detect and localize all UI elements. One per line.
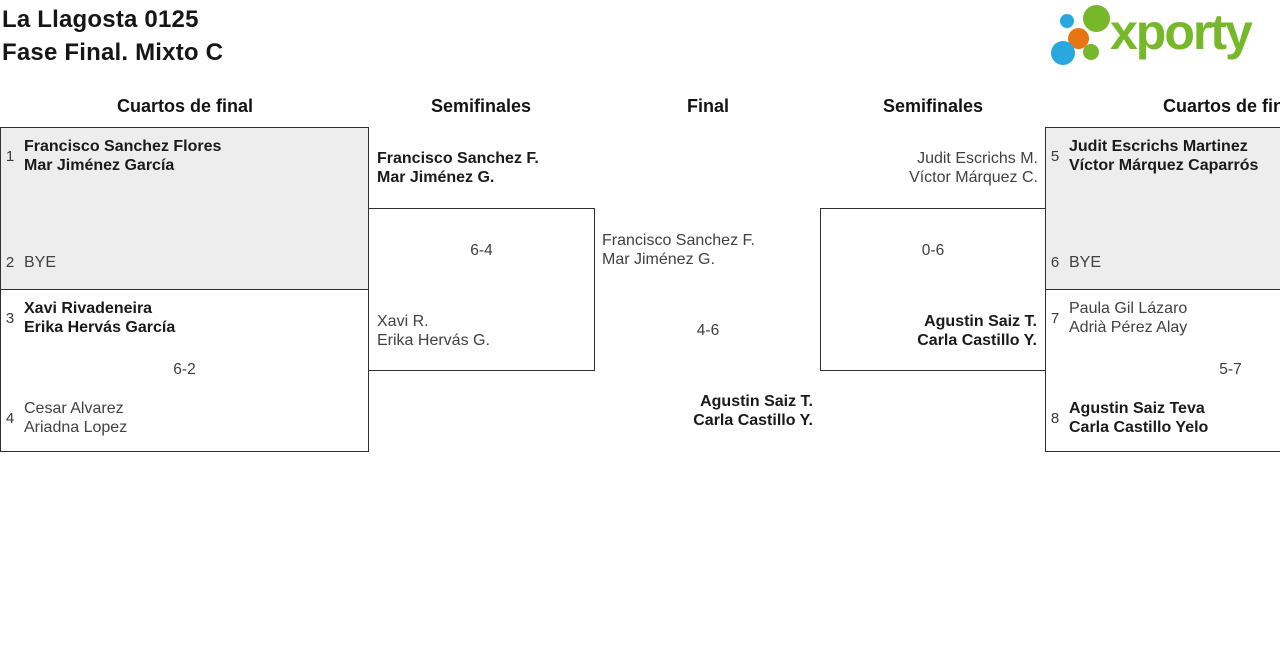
- player-name: Carla Castillo Y.: [693, 412, 813, 429]
- player-name: Mar Jiménez G.: [602, 251, 715, 268]
- team-names-winner: Judit Escrichs Martinez Víctor Márquez C…: [1064, 137, 1258, 175]
- player-name: Francisco Sanchez F.: [377, 150, 539, 167]
- team-row: 1 Francisco Sanchez Flores Mar Jiménez G…: [1, 137, 368, 175]
- logo-dot-orange: [1068, 28, 1089, 49]
- player-name: Víctor Márquez C.: [909, 169, 1038, 186]
- round-header-semis-left: Semifinales: [430, 96, 532, 116]
- sf-left-team1: Francisco Sanchez F. Mar Jiménez G.: [377, 149, 539, 187]
- seed-number: 3: [5, 309, 15, 327]
- player-name: Agustin Saiz Teva: [1069, 400, 1205, 417]
- player-name: Xavi Rivadeneira: [24, 300, 153, 317]
- phase-subtitle: Fase Final. Mixto C: [2, 39, 224, 66]
- team-row: 3 Xavi Rivadeneira Erika Hervás García: [1, 299, 368, 337]
- team-names-winner: Francisco Sanchez Flores Mar Jiménez Gar…: [19, 137, 221, 175]
- player-name: Erika Hervás García: [24, 319, 176, 336]
- seed-number: 6: [1050, 254, 1060, 271]
- final-score: 4-6: [696, 322, 720, 339]
- seed-number: 8: [1050, 409, 1060, 427]
- xporty-logo[interactable]: xporty: [1048, 0, 1280, 70]
- player-name: Víctor Márquez Caparrós: [1069, 157, 1259, 174]
- logo-wordmark: xporty: [1110, 4, 1253, 60]
- team-names: Paula Gil Lázaro Adrià Pérez Alay: [1064, 299, 1187, 337]
- final-team2-winner: Agustin Saiz T. Carla Castillo Y.: [595, 392, 813, 430]
- seed-number: 5: [1050, 147, 1060, 165]
- team-names: Cesar Alvarez Ariadna Lopez: [19, 399, 127, 437]
- bye-label: BYE: [24, 254, 57, 271]
- match-score: 5-7: [1219, 361, 1242, 378]
- player-name: Adrià Pérez Alay: [1069, 319, 1188, 336]
- match-box-sf1[interactable]: 6-4 Xavi R. Erika Hervás G.: [368, 208, 595, 371]
- sf-right-team1: Judit Escrichs M. Víctor Márquez C.: [821, 149, 1038, 187]
- sf-right-team2-winner: Agustin Saiz T. Carla Castillo Y.: [829, 312, 1037, 350]
- seed-number: 1: [5, 147, 15, 165]
- seed-number: 2: [5, 254, 15, 271]
- logo-dot-green-large: [1083, 5, 1110, 32]
- logo-dot-blue-large: [1051, 41, 1075, 65]
- player-name: Xavi R.: [377, 313, 429, 330]
- player-name: Francisco Sanchez F.: [602, 232, 755, 249]
- match-score: 6-2: [173, 361, 196, 378]
- team-row: 7 Paula Gil Lázaro Adrià Pérez Alay: [1046, 299, 1280, 337]
- logo-dot-blue-small: [1060, 14, 1074, 28]
- team-row: 6 BYE: [1046, 253, 1280, 272]
- round-header-cuartos-left: Cuartos de final: [116, 96, 254, 116]
- team-row: 4 Cesar Alvarez Ariadna Lopez: [1, 399, 368, 437]
- player-name: Mar Jiménez G.: [377, 169, 495, 186]
- player-name: Paula Gil Lázaro: [1069, 300, 1188, 317]
- sf-left-team2: Xavi R. Erika Hervás G.: [377, 312, 490, 350]
- team-row: 2 BYE: [1, 253, 368, 272]
- player-name: Carla Castillo Yelo: [1069, 419, 1209, 436]
- tournament-title: La Llagosta 0125: [2, 6, 199, 33]
- match-box-qf1[interactable]: 1 Francisco Sanchez Flores Mar Jiménez G…: [0, 127, 369, 290]
- team-names: BYE: [19, 253, 56, 272]
- seed-number: 7: [1050, 309, 1060, 327]
- page-title-block: La Llagosta 0125 Fase Final. Mixto C: [2, 3, 223, 69]
- match-box-sf2[interactable]: 0-6 Agustin Saiz T. Carla Castillo Y.: [820, 208, 1046, 371]
- match-box-qf3[interactable]: 5 Judit Escrichs Martinez Víctor Márquez…: [1045, 127, 1280, 290]
- player-name: Mar Jiménez García: [24, 157, 175, 174]
- round-header-final: Final: [686, 96, 729, 116]
- seed-number: 4: [5, 409, 15, 427]
- final-team1: Francisco Sanchez F. Mar Jiménez G.: [602, 231, 755, 269]
- round-header-cuartos-right: Cuartos de final: [1162, 96, 1280, 116]
- bye-label: BYE: [1069, 254, 1102, 271]
- match-box-qf2[interactable]: 3 Xavi Rivadeneira Erika Hervás García 6…: [0, 289, 369, 452]
- match-box-qf4[interactable]: 7 Paula Gil Lázaro Adrià Pérez Alay 5-7 …: [1045, 289, 1280, 452]
- player-name: Cesar Alvarez: [24, 400, 124, 417]
- match-score: 6-4: [470, 242, 493, 259]
- player-name: Agustin Saiz T.: [924, 313, 1037, 330]
- match-score: 0-6: [921, 242, 945, 259]
- team-names: BYE: [1064, 253, 1101, 272]
- round-header-semis-right: Semifinales: [882, 96, 984, 116]
- player-name: Judit Escrichs M.: [917, 150, 1038, 167]
- logo-dot-green-small: [1083, 44, 1099, 60]
- team-names-winner: Agustin Saiz Teva Carla Castillo Yelo: [1064, 399, 1208, 437]
- team-row: 5 Judit Escrichs Martinez Víctor Márquez…: [1046, 137, 1280, 175]
- player-name: Erika Hervás G.: [377, 332, 490, 349]
- team-row: 8 Agustin Saiz Teva Carla Castillo Yelo: [1046, 399, 1280, 437]
- player-name: Francisco Sanchez Flores: [24, 138, 222, 155]
- player-name: Ariadna Lopez: [24, 419, 128, 436]
- player-name: Agustin Saiz T.: [700, 393, 813, 410]
- player-name: Carla Castillo Y.: [917, 332, 1037, 349]
- player-name: Judit Escrichs Martinez: [1069, 138, 1248, 155]
- team-names-winner: Xavi Rivadeneira Erika Hervás García: [19, 299, 175, 337]
